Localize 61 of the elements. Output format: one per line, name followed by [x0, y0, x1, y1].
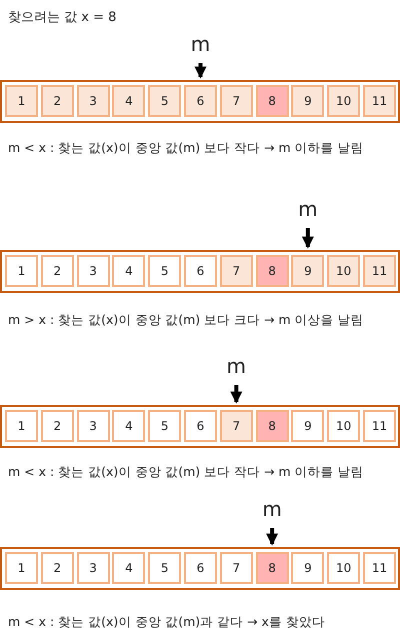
array-cell: 1: [5, 85, 38, 117]
array-cell: 11: [363, 85, 396, 117]
array-cell: 11: [363, 552, 396, 584]
array-cell: 9: [291, 410, 324, 442]
arrow: [194, 63, 206, 79]
pointer-label: m: [296, 198, 320, 220]
array-cell: 3: [76, 255, 110, 287]
array-cell: 4: [112, 410, 146, 442]
array-cell: 8: [256, 85, 289, 117]
array-box: [0, 250, 400, 293]
array-cell: 10: [327, 410, 360, 442]
array-cell: 6: [184, 255, 217, 287]
array-cell: 1: [5, 410, 38, 442]
array-cell: 10: [327, 85, 360, 117]
array-cell: 1: [5, 255, 38, 287]
array-cell: 4: [112, 85, 146, 117]
array-cell: 2: [40, 255, 74, 287]
array-cell: 9: [291, 552, 324, 584]
array-cell: 6: [184, 410, 217, 442]
arrow: [266, 528, 278, 546]
array-cell: 2: [40, 85, 74, 117]
array-cell: 8: [256, 255, 289, 287]
array-cell: 8: [256, 552, 289, 584]
array-cell: 10: [327, 255, 360, 287]
arrow: [302, 228, 314, 249]
array-cell: 3: [76, 85, 110, 117]
caption-text: m < x : 찾는 값(x)이 중앙 값(m) 보다 작다 → m 이하를 날림: [8, 464, 364, 481]
array-cell: 11: [363, 410, 396, 442]
array-cell: 3: [76, 552, 110, 584]
caption-text: m < x : 찾는 값(x)이 중앙 값(m)과 같다 → x를 찾았다: [8, 614, 325, 631]
array-cell: 1: [5, 552, 38, 584]
array-box: [0, 80, 400, 123]
array-cell: 2: [40, 552, 74, 584]
array-cell: 7: [220, 410, 253, 442]
array-cell: 4: [112, 255, 146, 287]
pointer-label: m: [224, 355, 248, 377]
array-cell: 4: [112, 552, 146, 584]
array-cell: 2: [40, 410, 74, 442]
array-cell: 10: [327, 552, 360, 584]
array-cell: 6: [184, 552, 217, 584]
array-cell: 5: [148, 85, 182, 117]
caption-text: m < x : 찾는 값(x)이 중앙 값(m) 보다 작다 → m 이하를 날림: [8, 140, 364, 157]
array-cell: 7: [220, 552, 253, 584]
array-box: [0, 405, 400, 448]
array-cell: 9: [291, 85, 324, 117]
pointer-label: m: [260, 498, 284, 520]
array-cell: 5: [148, 255, 182, 287]
array-cell: 8: [256, 410, 289, 442]
pointer-label: m: [188, 33, 212, 55]
array-cell: 7: [220, 85, 253, 117]
array-cell: 11: [363, 255, 396, 287]
caption-text: m > x : 찾는 값(x)이 중앙 값(m) 보다 크다 → m 이상을 날림: [8, 312, 364, 329]
array-cell: 3: [76, 410, 110, 442]
array-cell: 9: [291, 255, 324, 287]
title-text: 찾으려는 값 x = 8: [8, 9, 116, 26]
array-cell: 7: [220, 255, 253, 287]
array-cell: 6: [184, 85, 217, 117]
array-cell: 5: [148, 552, 182, 584]
arrow: [230, 385, 242, 404]
array-cell: 5: [148, 410, 182, 442]
array-box: [0, 547, 400, 590]
